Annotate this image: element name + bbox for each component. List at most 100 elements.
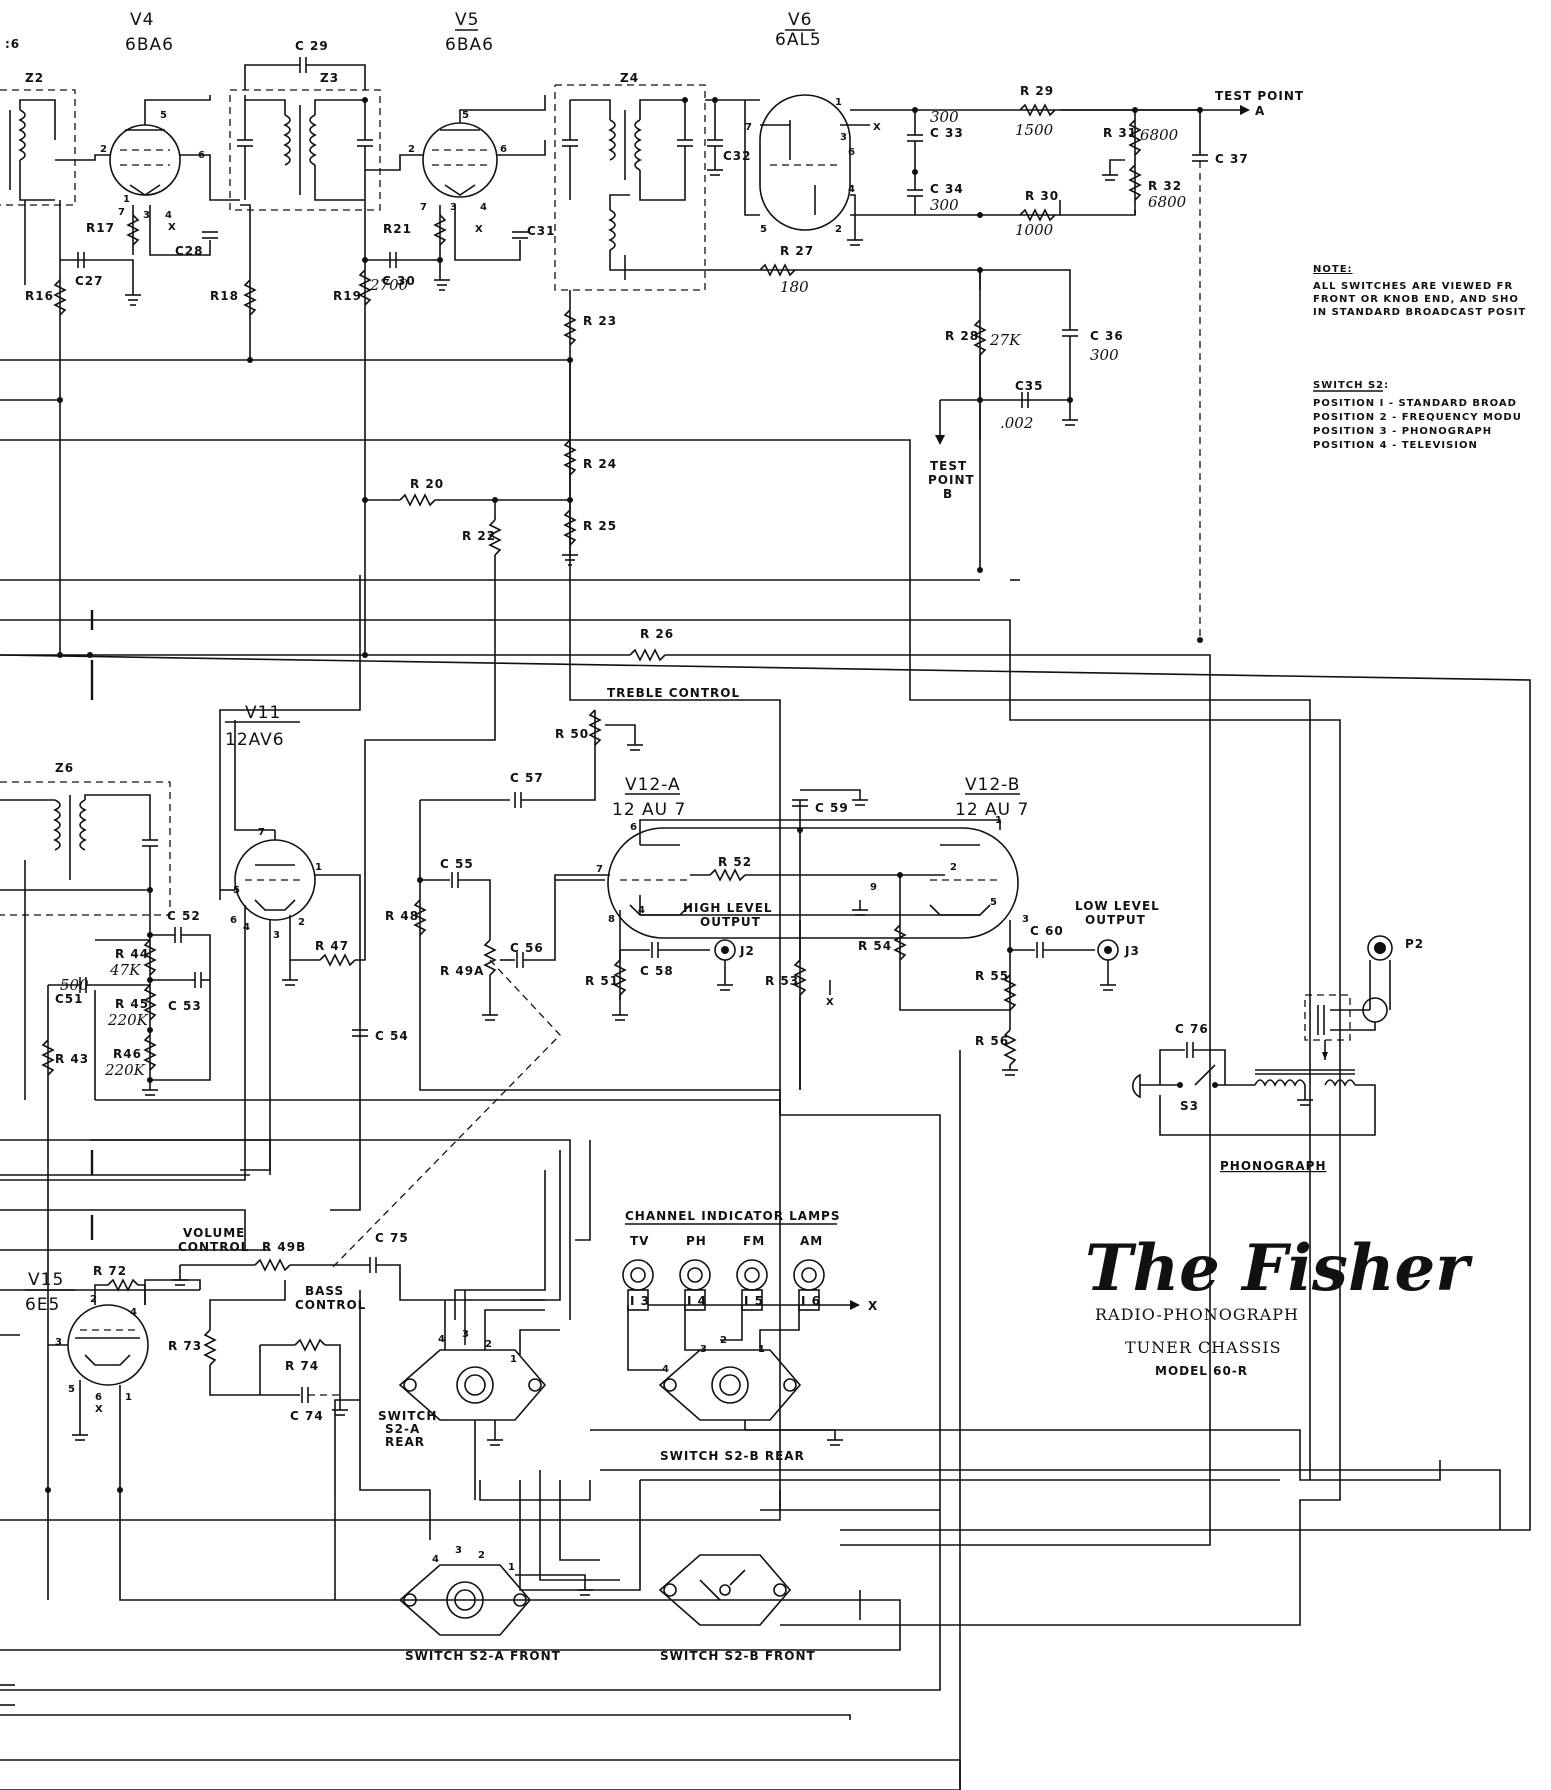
r20-r22-network: R 20 R 22 (364, 477, 570, 930)
s3-label: S3 (1180, 1099, 1199, 1113)
v15-type: 6E5 (25, 1295, 60, 1315)
c36-value: 300 (1090, 346, 1119, 364)
svg-text:4: 4 (438, 1334, 445, 1345)
c75-label: C 75 (375, 1231, 409, 1245)
r47-label: R 47 (315, 939, 349, 953)
svg-text:6: 6 (630, 822, 637, 833)
svg-text:7: 7 (118, 207, 125, 218)
r46-value: 220K (104, 1061, 146, 1079)
c30-label: C 30 (382, 274, 416, 288)
p2-label: P2 (1405, 937, 1424, 951)
svg-text:4: 4 (480, 202, 487, 213)
svg-text:3: 3 (1022, 914, 1029, 925)
note-line-3: IN STANDARD BROADCAST POSIT (1313, 307, 1526, 318)
lamp-number-13: I 3 (630, 1294, 650, 1308)
x-mark: X (868, 1299, 878, 1313)
svg-text:3: 3 (273, 930, 280, 941)
low-level-output-2: OUTPUT (1085, 913, 1146, 927)
low-level-output-1: LOW LEVEL (1075, 899, 1160, 913)
svg-text:7: 7 (258, 827, 265, 838)
c36-label: C 36 (1090, 329, 1124, 343)
lamp-fm (736, 1259, 768, 1291)
c52-label: C 52 (167, 909, 201, 923)
title-line-1: RADIO-PHONOGRAPH (1095, 1305, 1299, 1324)
svg-text:2: 2 (720, 1335, 727, 1346)
test-point-a-letter: A (1255, 104, 1265, 118)
c33-value: 300 (930, 108, 959, 126)
svg-text:4: 4 (165, 210, 172, 221)
lamp-tv-label: TV (630, 1234, 649, 1248)
r19-label: R19 (333, 289, 362, 303)
svg-text:3: 3 (55, 1337, 62, 1348)
title-block: The Fisher RADIO-PHONOGRAPH TUNER CHASSI… (1085, 1231, 1473, 1378)
lamp-number-16: I 6 (801, 1294, 821, 1308)
r45-value: 220K (107, 1011, 149, 1029)
c32-label: C32 (723, 149, 752, 163)
v5-type: 6BA6 (445, 35, 494, 55)
r56-label: R 56 (975, 1034, 1009, 1048)
c58-label: C 58 (640, 964, 674, 978)
lamp-ph (679, 1259, 711, 1291)
lamp-tv (622, 1259, 654, 1291)
svg-text:3: 3 (840, 132, 847, 143)
c55-label: C 55 (440, 857, 474, 871)
r30-value: 1000 (1015, 221, 1054, 239)
v12a-type: 12 AU 7 (612, 800, 686, 820)
svg-text:6: 6 (198, 150, 205, 161)
svg-text:X: X (168, 222, 176, 233)
z4-label: Z4 (620, 71, 639, 85)
svg-text:X: X (873, 122, 881, 133)
lamp-number-14: I 4 (687, 1294, 707, 1308)
high-level-output-1: HIGH LEVEL (683, 901, 773, 915)
r48-label: R 48 (385, 909, 419, 923)
svg-text:X: X (475, 224, 483, 235)
r28-value: 27K (989, 331, 1021, 349)
r27-label: R 27 (780, 244, 814, 258)
volume-bass-section: VOLUME CONTROL R 49B C 75 BASS CONTROL R… (168, 1226, 545, 1423)
svg-text:6: 6 (848, 147, 855, 158)
r32-label: R 32 (1148, 179, 1182, 193)
r30-label: R 30 (1025, 189, 1059, 203)
note-title: NOTE: (1313, 264, 1353, 275)
treble-control-label: TREBLE CONTROL (607, 686, 740, 700)
svg-text:3: 3 (450, 202, 457, 213)
brand-logo: The Fisher (1085, 1231, 1473, 1306)
r21-label: R21 (383, 222, 412, 236)
svg-text:1: 1 (758, 1344, 765, 1355)
r43-label: R 43 (55, 1052, 89, 1066)
r25-label: R 25 (583, 519, 617, 533)
svg-text:6: 6 (500, 144, 507, 155)
bus-wires (0, 359, 1531, 1790)
lamp-am-label: AM (800, 1234, 823, 1248)
r46-label: R46 (113, 1047, 142, 1061)
r29-value: 1500 (1015, 121, 1054, 139)
svg-text:2: 2 (478, 1550, 485, 1561)
v5-tube-envelope (422, 122, 498, 198)
v11-ref: V11 (245, 703, 281, 723)
svg-text:X: X (95, 1404, 103, 1415)
r53-label: R 53 (765, 974, 799, 988)
c53-label: C 53 (168, 999, 202, 1013)
svg-text:5: 5 (233, 885, 240, 896)
svg-text:1: 1 (510, 1354, 517, 1365)
lamp-ph-label: PH (686, 1234, 707, 1248)
c27-label: C27 (75, 274, 104, 288)
channel-indicator-lamps: CHANNEL INDICATOR LAMPS TV PH FM AM I 3 … (622, 1209, 878, 1371)
svg-text:1: 1 (508, 1562, 515, 1573)
svg-text:2: 2 (408, 144, 415, 155)
r45-label: R 45 (115, 997, 149, 1011)
c56-label: C 56 (510, 941, 544, 955)
r54-label: R 54 (858, 939, 892, 953)
c74-label: C 74 (290, 1409, 324, 1423)
r55-label: R 55 (975, 969, 1009, 983)
p2-plug (1367, 935, 1393, 961)
c34-label: C 34 (930, 182, 964, 196)
tone-network: R 48 C 57 R 50 TREBLE CONTROL C 55 R 49A… (329, 686, 781, 1271)
r72-label: R 72 (93, 1264, 127, 1278)
svg-text:5: 5 (990, 897, 997, 908)
r44-label: R 44 (115, 947, 149, 961)
svg-text:7: 7 (596, 864, 603, 875)
r32-value: 6800 (1148, 193, 1187, 211)
v6-type: 6AL5 (775, 30, 822, 50)
z3-transformer: C 29 Z3 R18 (210, 39, 381, 363)
